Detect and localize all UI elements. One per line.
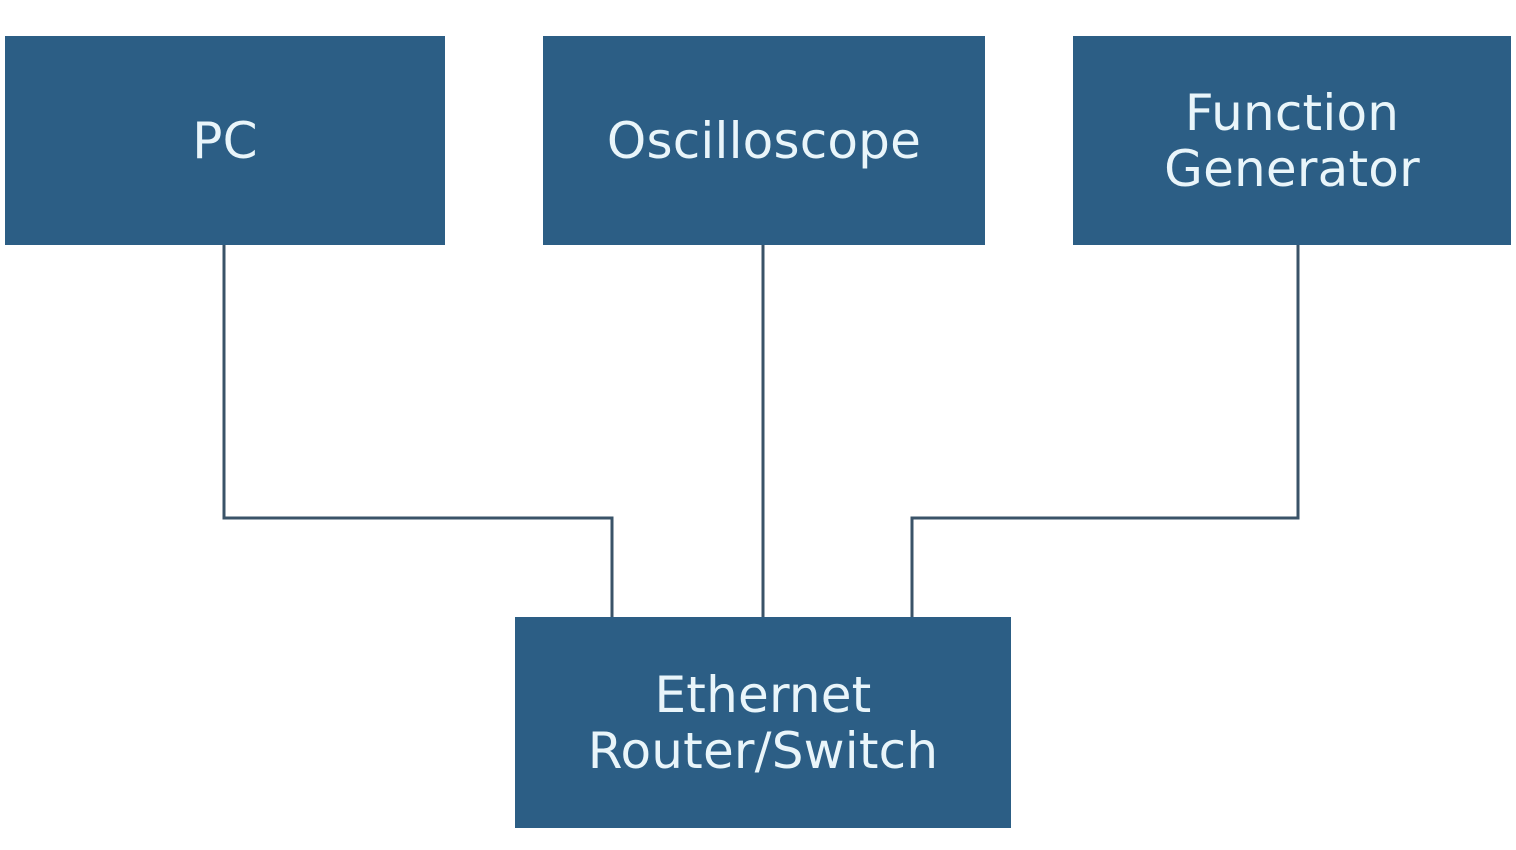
node-ethernet-router-switch[interactable]: Ethernet Router/Switch bbox=[515, 617, 1011, 828]
node-ethernet-router-switch-label: Ethernet Router/Switch bbox=[587, 665, 939, 780]
connector-function-generator-to-router bbox=[910, 245, 1300, 619]
node-function-generator-label: Function Generator bbox=[1164, 83, 1420, 198]
node-pc[interactable]: PC bbox=[5, 36, 445, 245]
node-function-generator[interactable]: Function Generator bbox=[1073, 36, 1511, 245]
node-oscilloscope[interactable]: Oscilloscope bbox=[543, 36, 985, 245]
connector-pc-to-router bbox=[222, 245, 614, 619]
node-oscilloscope-label: Oscilloscope bbox=[606, 111, 922, 170]
node-pc-label: PC bbox=[192, 111, 258, 170]
